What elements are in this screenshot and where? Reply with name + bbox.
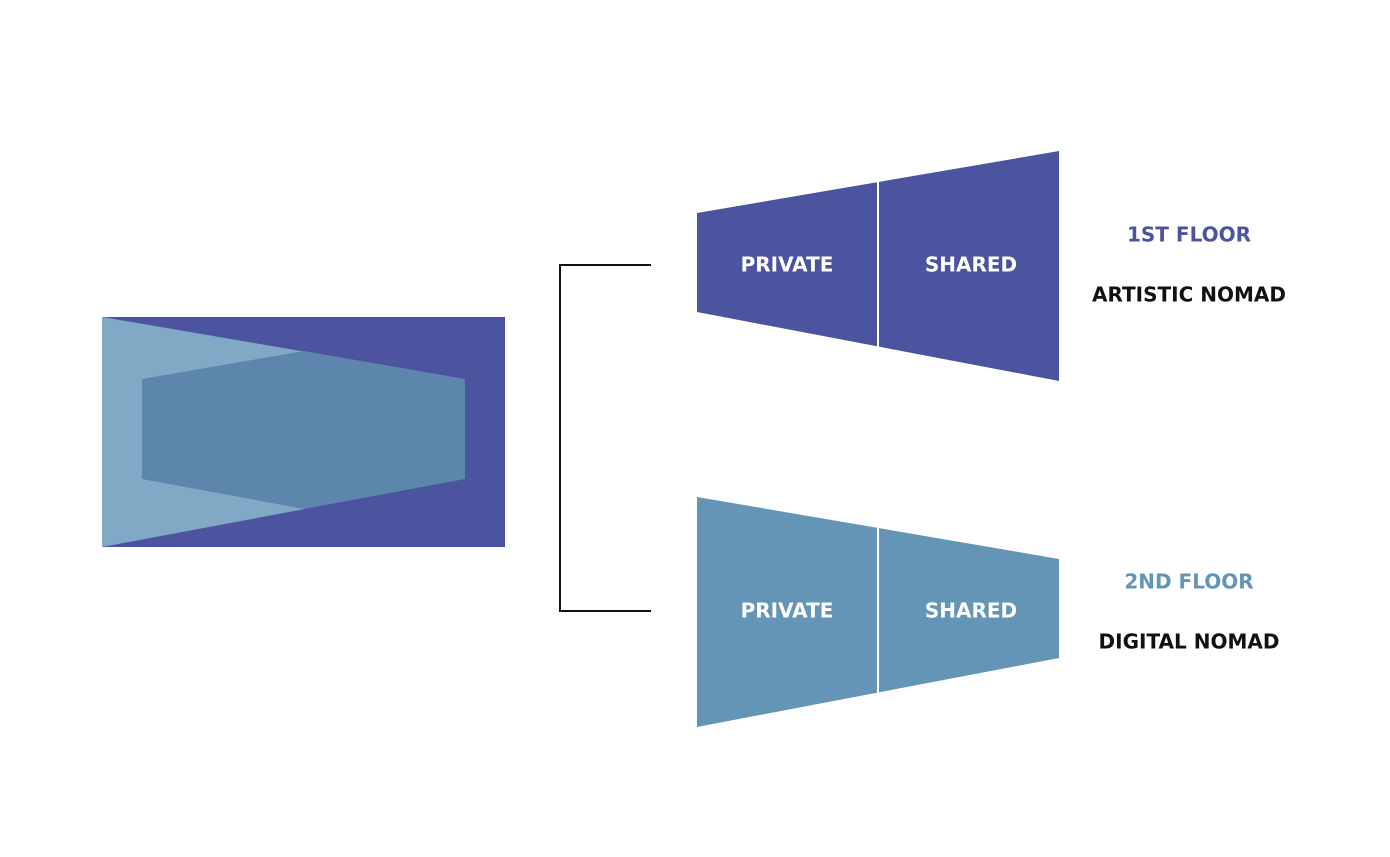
first-floor-persona: ARTISTIC NOMAD: [1092, 283, 1286, 307]
second-floor-plan: PRIVATE SHARED: [697, 497, 1059, 727]
connector-bracket: [559, 264, 651, 612]
first-floor-labels: 1ST FLOOR ARTISTIC NOMAD: [1092, 223, 1286, 307]
first-floor-plan: PRIVATE SHARED: [697, 151, 1059, 381]
first-floor-private-label: PRIVATE: [741, 253, 834, 277]
first-floor-shared-label: SHARED: [925, 253, 1017, 277]
combined-massing-overlap: [142, 351, 465, 509]
second-floor-title: 2ND FLOOR: [1124, 570, 1253, 594]
combined-massing: [102, 317, 505, 547]
second-floor-persona: DIGITAL NOMAD: [1099, 630, 1280, 654]
second-floor-private-label: PRIVATE: [741, 599, 834, 623]
first-floor-title: 1ST FLOOR: [1127, 223, 1251, 247]
second-floor-labels: 2ND FLOOR DIGITAL NOMAD: [1099, 570, 1280, 654]
second-floor-shared-label: SHARED: [925, 599, 1017, 623]
